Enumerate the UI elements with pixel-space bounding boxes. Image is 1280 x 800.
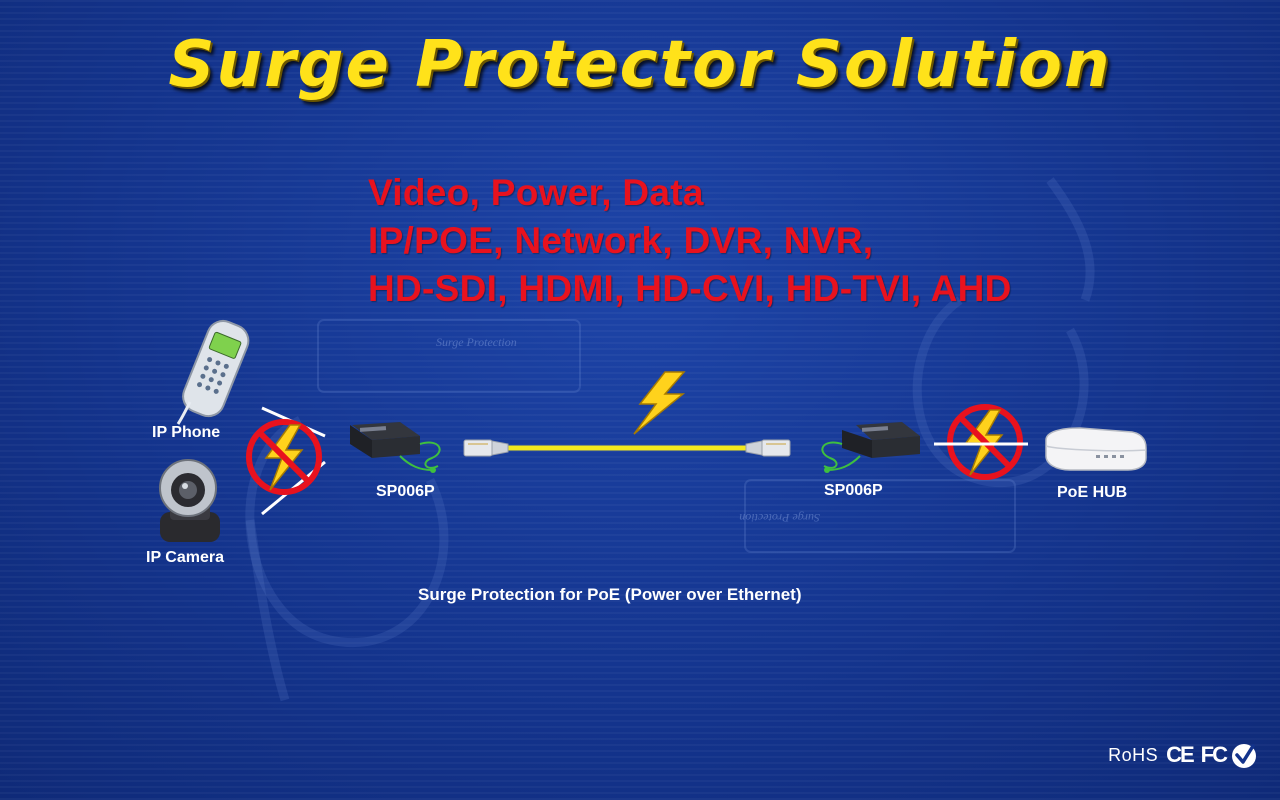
ip-camera-icon [159, 459, 220, 542]
ce-mark: CE [1166, 742, 1195, 767]
certifications: RoHS CE FC [1108, 742, 1260, 768]
rohs-mark: RoHS [1108, 744, 1159, 765]
fcc-mark: FC [1200, 742, 1228, 767]
ip-phone-label: IP Phone [152, 424, 221, 441]
surge-protector-left-label: SP006P [376, 483, 435, 500]
rj45-connector-right [745, 439, 791, 457]
surge-protector-left-icon [350, 422, 441, 473]
surge-protector-right-label: SP006P [824, 482, 883, 499]
feature-line-3: HD-SDI, HDMI, HD-CVI, HD-TVI, AHD [368, 268, 1012, 309]
ip-camera-label: IP Camera [146, 549, 224, 566]
page-title: Surge Protector Solution [168, 28, 1112, 102]
rj45-connector-left [463, 439, 509, 457]
feature-line-2: IP/POE, Network, DVR, NVR, [368, 220, 874, 261]
background-label-bottom: Surge Protection [739, 511, 820, 525]
check-circle-icon [1232, 744, 1256, 768]
background-label-top: Surge Protection [436, 335, 517, 349]
ip-phone-icon [182, 319, 250, 418]
ethernet-cable [463, 439, 791, 457]
background-cable-art [245, 177, 1095, 702]
poe-hub-label: PoE HUB [1057, 484, 1128, 501]
poe-hub-icon [1045, 427, 1147, 471]
surge-protector-right-icon [821, 422, 920, 473]
lightning-icon [633, 371, 686, 435]
background-device-art [317, 319, 1016, 553]
no-surge-icon [934, 404, 1028, 480]
feature-line-1: Video, Power, Data [368, 172, 704, 213]
diagram-caption: Surge Protection for PoE (Power over Eth… [418, 585, 802, 604]
no-surge-icon [246, 406, 326, 516]
